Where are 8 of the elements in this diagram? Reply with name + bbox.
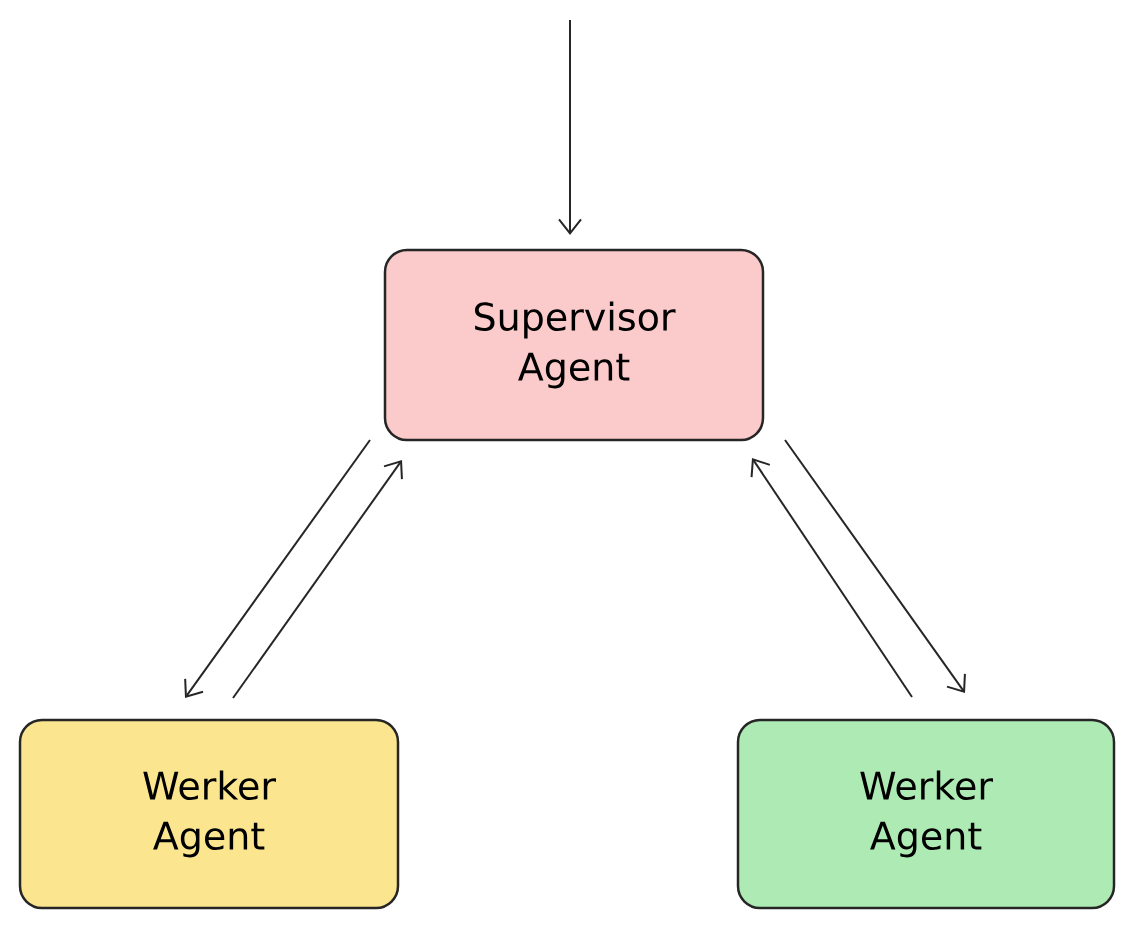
agent-box: Werker Agent	[18, 718, 400, 910]
agent-box: Werker Agent	[736, 718, 1116, 910]
arrow	[558, 19, 582, 235]
arrow	[750, 458, 913, 698]
arrow	[232, 460, 403, 699]
agent-box: Supervisor Agent	[383, 248, 765, 442]
arrow	[184, 439, 371, 698]
arrow	[784, 439, 966, 693]
